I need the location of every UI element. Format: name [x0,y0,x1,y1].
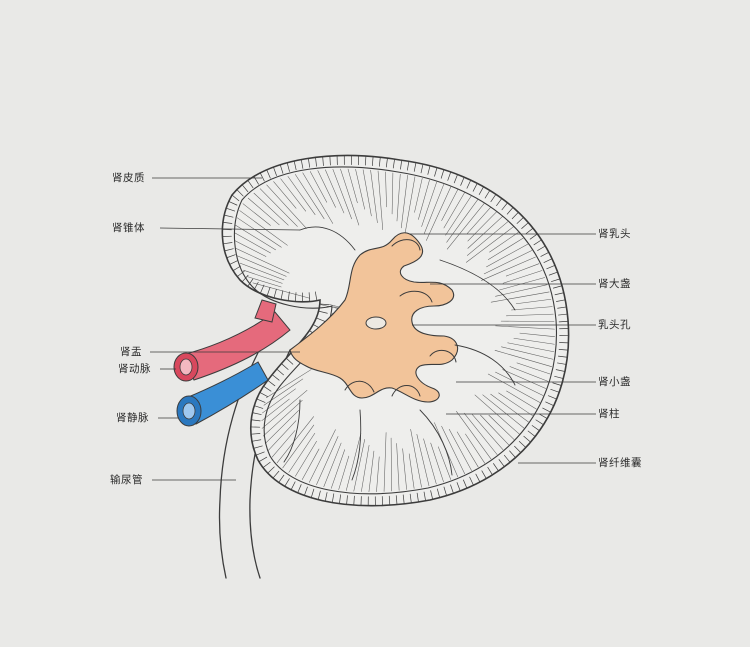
renal-vein-vessel [176,361,269,427]
label-renal-pelvis: 肾盂 [120,346,142,358]
labels: 肾皮质 肾锥体 肾盂 肾动脉 肾静脉 输尿管 肾乳头 肾大盏 乳头孔 肾小盏 肾… [110,171,642,486]
renal-pelvis-shape [289,232,459,403]
label-renal-papilla: 肾乳头 [598,227,631,240]
cortex-striations [234,168,555,493]
label-renal-column: 肾柱 [598,407,620,420]
leader-lines [150,177,596,481]
label-ureter: 输尿管 [110,473,143,486]
renal-pyramids [283,226,516,481]
label-renal-pyramid: 肾锥体 [112,222,145,234]
label-renal-artery: 肾动脉 [118,362,151,375]
label-renal-vein: 肾静脉 [116,411,149,424]
label-renal-cortex: 肾皮质 [112,171,145,184]
label-fibrous-capsule: 肾纤维囊 [598,456,642,469]
renal-artery-vessel [173,299,291,382]
label-papillary-foramen: 乳头孔 [598,318,631,331]
label-major-calyx: 肾大盏 [598,277,631,290]
papillary-foramen-mark [365,316,387,330]
label-minor-calyx: 肾小盏 [598,375,631,388]
